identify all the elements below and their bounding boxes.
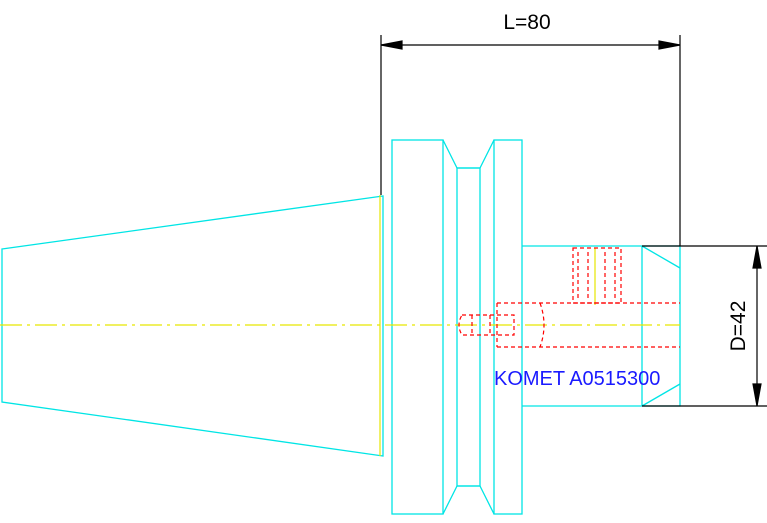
v-groove bbox=[442, 139, 495, 515]
flange-left bbox=[391, 139, 444, 515]
dia-arrow-bottom bbox=[752, 383, 762, 407]
bore-drill-tip bbox=[539, 302, 545, 348]
diameter-dimension-label: D=42 bbox=[727, 301, 750, 352]
product-label: KOMET A0515300 bbox=[494, 368, 660, 390]
hidden-features bbox=[458, 247, 680, 348]
length-arrow-left bbox=[380, 40, 403, 50]
holder-body bbox=[522, 245, 681, 407]
set-screw-hidden bbox=[572, 247, 622, 304]
dia-arrow-top bbox=[752, 245, 762, 269]
centerlines bbox=[0, 195, 680, 456]
taper-shank bbox=[1, 195, 384, 457]
stop-screw-hidden bbox=[458, 314, 515, 336]
groove-core bbox=[456, 167, 481, 487]
flange-right bbox=[493, 139, 523, 515]
dimensions bbox=[380, 35, 767, 407]
length-arrow-right bbox=[658, 40, 681, 50]
tool-holder-outline bbox=[1, 139, 681, 515]
length-dimension-label: L=80 bbox=[503, 11, 550, 34]
bore-chamfer bbox=[641, 245, 681, 407]
